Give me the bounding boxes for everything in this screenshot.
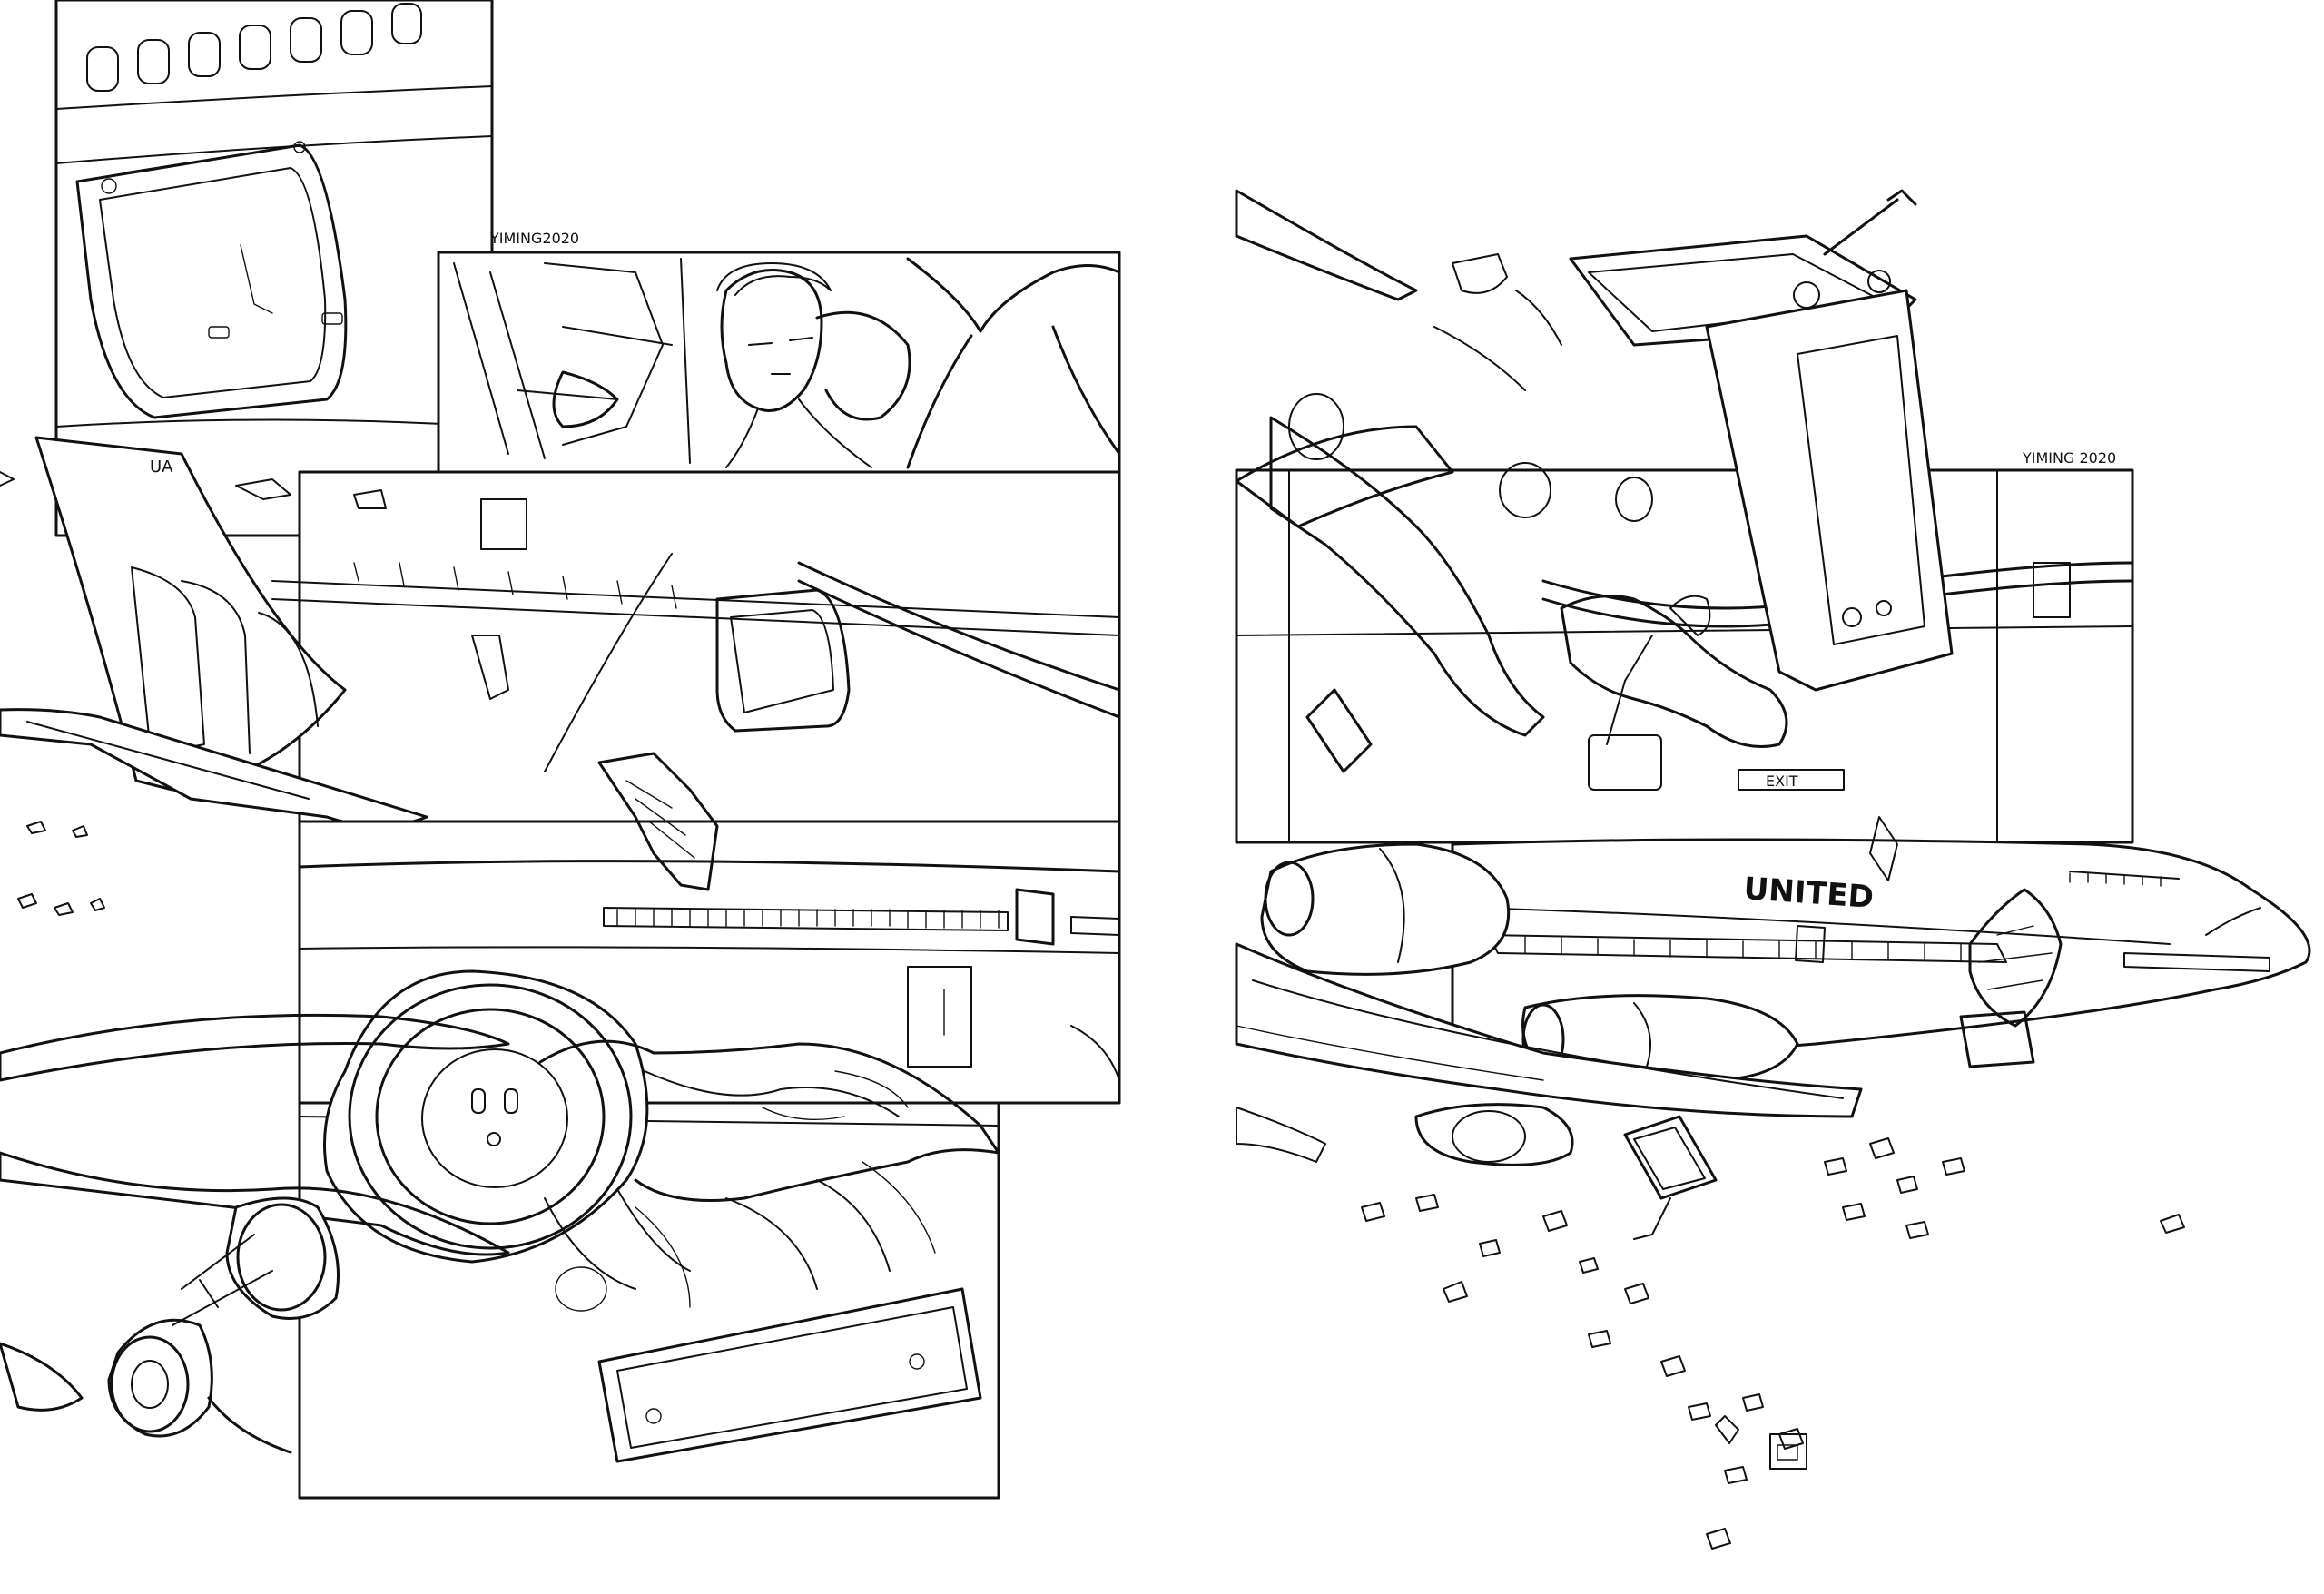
pilot-figure [517, 262, 911, 468]
panel-landing-gear [298, 1101, 1000, 1500]
torn-panel-drape [1235, 189, 1562, 528]
panel-tail-interior: UA [34, 436, 1121, 828]
tail-code: UA [150, 458, 173, 477]
jet-engine-nacelle [323, 969, 1000, 1312]
detached-engine [107, 1196, 340, 1454]
landing-gear-door [597, 1287, 982, 1463]
horizontal-stabilizer [0, 708, 428, 828]
panel-pilot [437, 251, 1121, 474]
fuselage-breach [1959, 888, 2063, 1068]
cabin-window-row [86, 3, 422, 92]
debris-left [0, 471, 387, 916]
exit-sign: EXIT [1738, 769, 1845, 791]
hat-rack-bins [271, 562, 1120, 636]
falling-cargo-container [1623, 1115, 1718, 1240]
torn-ribbon [0, 1013, 510, 1082]
floating-overhead-bin [1569, 189, 1954, 692]
fuselage-lettering: UNITED [1742, 871, 1875, 916]
signature-left: YIMING2020 [489, 230, 579, 247]
debris-right [1361, 1137, 2185, 1550]
exit-sign-label: EXIT [1766, 772, 1798, 790]
overwing-exit-hatch [715, 588, 851, 733]
airliner-wing [1235, 942, 1863, 1118]
signature-right: YIMING 2020 [2022, 449, 2116, 467]
panel-fuselage-door [54, 0, 494, 537]
right-page: EXIT YIMING 2020 [1235, 189, 2311, 1550]
panel-cabin-interior: EXIT [1235, 468, 2134, 844]
tumbling-passengers [1269, 393, 1788, 791]
torn-skin-debris [597, 752, 719, 891]
fuselage-window-row [603, 907, 1120, 936]
left-page: YIMING2020 UA [0, 0, 1121, 1500]
cargo-door [75, 141, 348, 419]
